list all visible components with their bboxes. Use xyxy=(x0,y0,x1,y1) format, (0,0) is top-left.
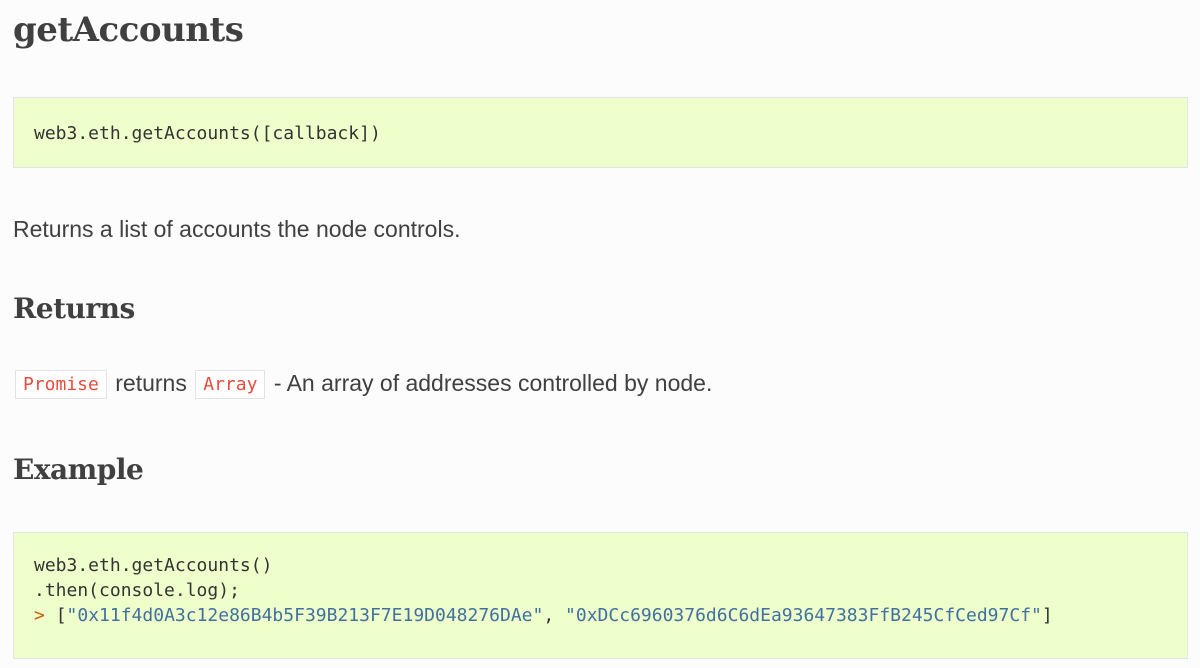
method-description: Returns a list of accounts the node cont… xyxy=(13,216,461,242)
example-output-line: > ["0x11f4d0A3c12e86B4b5F39B213F7E19D048… xyxy=(34,603,1187,628)
returns-paragraph: Promise returns Array - An array of addr… xyxy=(13,368,1188,401)
output-separator: , xyxy=(543,605,555,626)
signature-code: web3.eth.getAccounts([callback]) xyxy=(34,123,381,144)
example-line-2: .then(console.log); xyxy=(34,580,240,601)
promise-type-code: Promise xyxy=(15,370,107,399)
output-close-bracket: ] xyxy=(1041,605,1053,626)
page-title: getAccounts xyxy=(13,10,244,50)
output-address-2: "0xDCc6960376d6C6dEa93647383FfB245CfCed9… xyxy=(565,605,1042,626)
document-body: getAccounts web3.eth.getAccounts([callba… xyxy=(13,0,1188,659)
returns-heading: Returns xyxy=(13,292,135,325)
signature-code-block: web3.eth.getAccounts([callback]) xyxy=(13,97,1188,168)
example-code-block: web3.eth.getAccounts() .then(console.log)… xyxy=(13,532,1188,659)
returns-connector: returns xyxy=(115,370,187,396)
array-type-code: Array xyxy=(195,370,266,399)
output-prompt: > xyxy=(34,605,45,626)
output-open-bracket: [ xyxy=(55,605,67,626)
example-heading: Example xyxy=(13,453,144,486)
output-address-1: "0x11f4d0A3c12e86B4b5F39B213F7E19D048276… xyxy=(66,605,544,626)
returns-text: - An array of addresses controlled by no… xyxy=(273,370,713,396)
example-line-1: web3.eth.getAccounts() xyxy=(34,555,273,576)
